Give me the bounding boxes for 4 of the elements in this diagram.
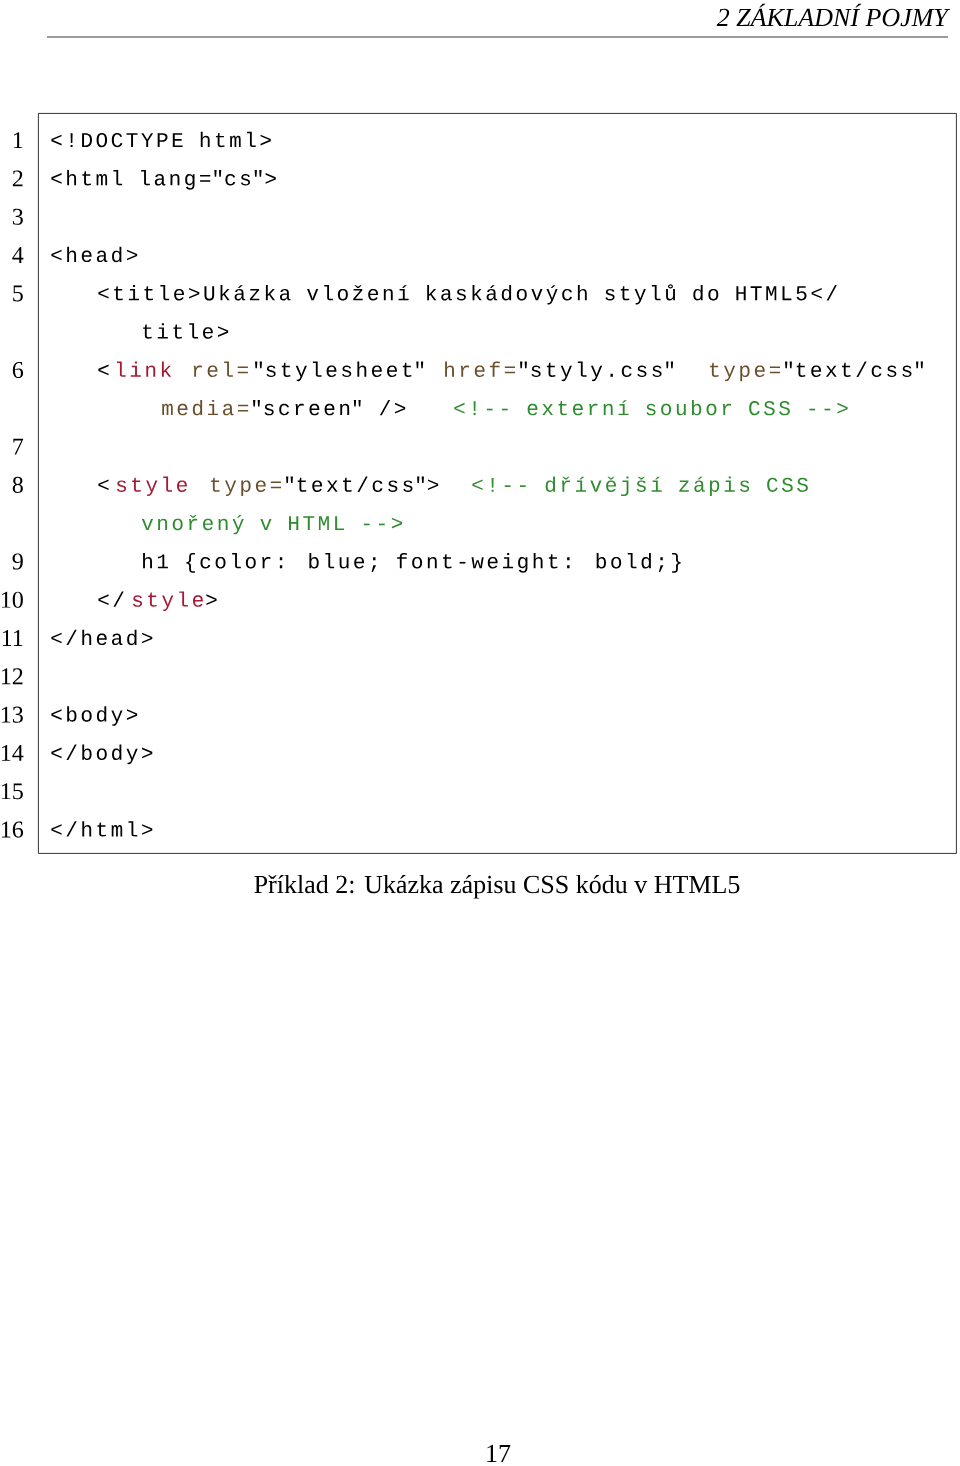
listing-caption: Příklad 2: Ukázka zápisu CSS kódu v HTML5 (254, 874, 740, 899)
code-listing: <!DOCTYPE html> <html lang="cs"> <head> <title>Ukázka vložení kaskádových stylů do HTML5</ title> < link rel= "stylesheet" href= "styly.css" type= "text/css" media= "screen" /> <!-- externí soubor CSS --> < style type= "text/css"> <!-- dřívější zápis CSS vnořený v HTML --> h1 {color: blue; font-weight: bold;} </ style > </head> <body> </body> </html> (38, 113, 957, 854)
page-number: 17 (487, 1444, 511, 1462)
running-header: 2 ZÁKLADNÍ POJMY (716, 3, 951, 27)
